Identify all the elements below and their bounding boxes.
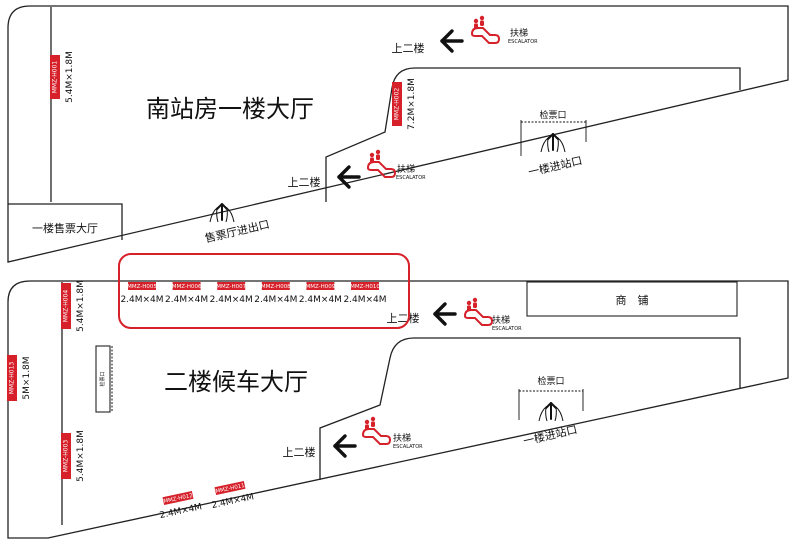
svg-text:MMZ-H001: MMZ-H001 bbox=[52, 61, 59, 94]
svg-text:MMZ-H013: MMZ-H013 bbox=[9, 362, 16, 395]
checkin-marker bbox=[518, 389, 584, 420]
entrance-label: 一楼进站口 bbox=[527, 153, 584, 179]
top-ads-group: MMZ-H005 2.4M×4M MMZ-H006 2.4M×4M MMZ-H007 2.… bbox=[120, 282, 387, 305]
ad-tag-h013: MMZ-H013 5M×1.8M bbox=[7, 355, 32, 401]
ad-tag-h004: MMZ-H004 5.4M×1.8M bbox=[61, 280, 86, 332]
highlight-box bbox=[118, 253, 410, 329]
svg-text:MMZ-H008: MMZ-H008 bbox=[261, 284, 291, 290]
ad-tag-mmz-h006: MMZ-H006 2.4M×4M bbox=[165, 282, 208, 305]
floor2-title: 二楼候车大厅 bbox=[164, 368, 308, 396]
floor2-plan: 商 铺 检票口 二楼候车大厅 上二楼 扶梯 ESCALATOR 上二楼 扶梯 E… bbox=[7, 253, 789, 539]
svg-text:2.4M×4M: 2.4M×4M bbox=[254, 295, 297, 305]
ad-tag-mmz-h007: MMZ-H007 2.4M×4M bbox=[210, 282, 253, 305]
escalator-icon bbox=[464, 296, 493, 326]
arrow-left-icon bbox=[433, 302, 457, 326]
ad-tag-mmz-h008: MMZ-H008 2.4M×4M bbox=[254, 282, 297, 305]
escalator-en-label: ESCALATOR bbox=[393, 444, 423, 450]
svg-text:2.4M×4M: 2.4M×4M bbox=[343, 295, 386, 305]
floor1-inner-wall bbox=[325, 67, 741, 202]
escalator-en-label: ESCALATOR bbox=[396, 175, 426, 181]
shop-label: 商 铺 bbox=[616, 293, 649, 307]
arrow-left-icon bbox=[440, 29, 464, 53]
svg-text:MMZ-H005: MMZ-H005 bbox=[127, 284, 157, 290]
up-second-floor-label: 上二楼 bbox=[392, 41, 425, 55]
shop-room bbox=[526, 281, 738, 317]
ad-tag-h002: MMZ-H002 7.2M×1.8M bbox=[392, 78, 417, 130]
svg-text:MMZ-H006: MMZ-H006 bbox=[172, 284, 202, 290]
up-second-floor-label: 上二楼 bbox=[288, 175, 321, 189]
svg-text:2.4M×4M: 2.4M×4M bbox=[299, 295, 342, 305]
svg-text:2.4M×4M: 2.4M×4M bbox=[211, 492, 255, 511]
checkin-label: 检票口 bbox=[537, 375, 564, 387]
svg-text:5.4M×1.8M: 5.4M×1.8M bbox=[65, 51, 75, 103]
svg-text:2.4M×4M: 2.4M×4M bbox=[165, 295, 208, 305]
ad-tag-h001: MMZ-H001 5.4M×1.8M bbox=[50, 51, 75, 103]
svg-text:MMZ-H003: MMZ-H003 bbox=[63, 440, 70, 473]
escalator-label: 扶梯 bbox=[393, 432, 411, 444]
ticket-hall-room bbox=[8, 203, 123, 240]
checkin-label: 检票口 bbox=[539, 109, 566, 121]
floor1-title: 南站房一楼大厅 bbox=[146, 95, 314, 123]
svg-text:检票口: 检票口 bbox=[99, 371, 106, 386]
svg-text:2.4M×4M: 2.4M×4M bbox=[210, 295, 253, 305]
svg-text:5.4M×1.8M: 5.4M×1.8M bbox=[76, 430, 86, 482]
ad-tag-mmz-h009: MMZ-H009 2.4M×4M bbox=[299, 282, 342, 305]
svg-text:5M×1.8M: 5M×1.8M bbox=[22, 356, 32, 399]
up-second-floor-label: 上二楼 bbox=[387, 311, 420, 325]
escalator-en-label: ESCALATOR bbox=[492, 326, 522, 332]
svg-text:5.4M×1.8M: 5.4M×1.8M bbox=[76, 280, 86, 332]
escalator-icon bbox=[362, 415, 391, 445]
floor2-inner-wall bbox=[319, 337, 741, 480]
ad-tag-h003: MMZ-H003 5.4M×1.8M bbox=[61, 430, 86, 482]
ticket-exit-label: 售票厅进出口 bbox=[203, 217, 270, 245]
floor2-outline bbox=[7, 280, 789, 539]
ticket-hall-label: 一楼售票大厅 bbox=[32, 221, 98, 235]
escalator-icon bbox=[471, 14, 500, 45]
svg-text:2.4M×4M: 2.4M×4M bbox=[159, 502, 203, 521]
escalator-label: 扶梯 bbox=[397, 163, 415, 175]
arrow-left-icon bbox=[333, 434, 357, 458]
entrance-label: 一楼进站口 bbox=[522, 422, 579, 448]
escalator-label: 扶梯 bbox=[510, 27, 528, 39]
svg-text:2.4M×4M: 2.4M×4M bbox=[120, 295, 163, 305]
svg-text:MMZ-H002: MMZ-H002 bbox=[394, 88, 401, 121]
entry-arrow-icon bbox=[538, 402, 564, 422]
entry-arrow-icon bbox=[209, 203, 235, 223]
svg-text:MMZ-H004: MMZ-H004 bbox=[63, 290, 70, 323]
ad-tag-mmz-h010: MMZ-H010 2.4M×4M bbox=[343, 282, 387, 305]
floor1-plan: 南站房一楼大厅 一楼售票大厅 售票厅进出口 上二楼 扶梯 ESCALATOR 上… bbox=[7, 5, 789, 263]
svg-text:MMZ-H009: MMZ-H009 bbox=[306, 284, 336, 290]
escalator-label: 扶梯 bbox=[492, 314, 510, 326]
up-second-floor-label: 上二楼 bbox=[283, 445, 316, 459]
floor1-outline bbox=[7, 5, 789, 263]
side-checkin-box: 检票口 bbox=[95, 345, 113, 413]
checkin-marker bbox=[520, 120, 587, 156]
svg-text:MMZ-H007: MMZ-H007 bbox=[216, 284, 246, 290]
ad-tag-mmz-h005: MMZ-H005 2.4M×4M bbox=[120, 282, 164, 305]
escalator-en-label: ESCALATOR bbox=[508, 39, 538, 45]
svg-text:MMZ-H010: MMZ-H010 bbox=[350, 284, 380, 290]
svg-text:7.2M×1.8M: 7.2M×1.8M bbox=[407, 78, 417, 130]
